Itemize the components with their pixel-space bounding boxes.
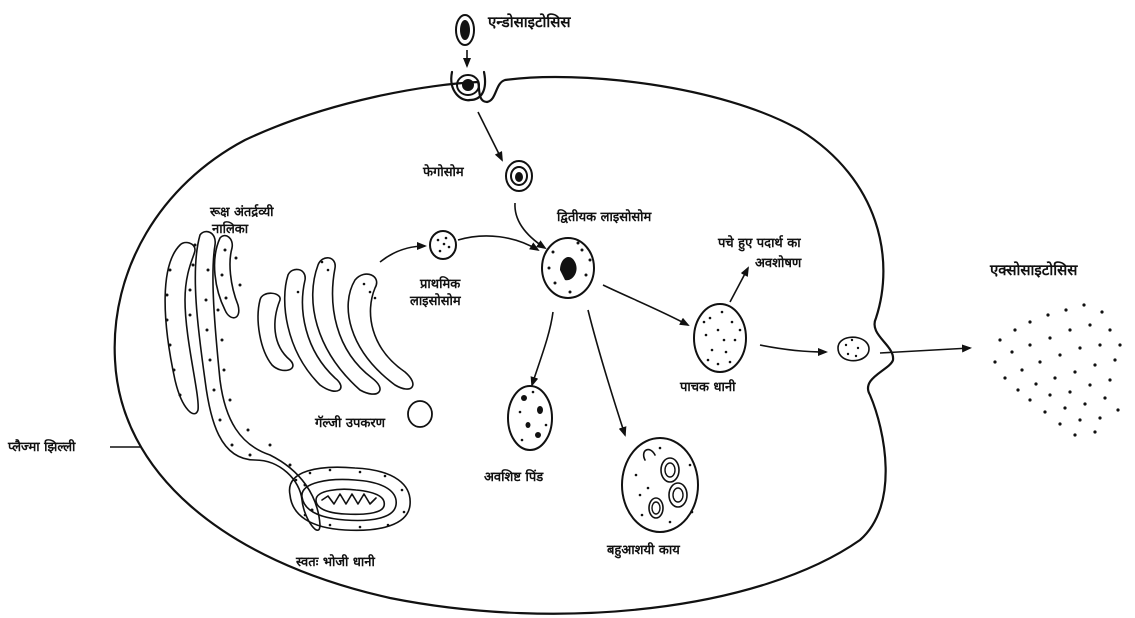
exocytosis-vesicle — [838, 337, 869, 360]
label-exocytosis: एक्सोसाइटोसिस — [990, 262, 1077, 278]
label-plasma-membrane: प्लैज्मा झिल्ली — [8, 440, 75, 456]
released-particles — [993, 303, 1121, 436]
label-primary-lysosome-line2: लाइसोसोम — [410, 294, 461, 310]
label-residual-body: अवशिष्ट पिंड — [484, 470, 543, 486]
endocytosis-invagination — [451, 72, 485, 100]
label-absorption-line2: अवशोषण — [755, 256, 801, 272]
autophagic-vacuole — [290, 467, 411, 530]
label-autophagic-vacuole: स्वतः भोजी धानी — [296, 555, 375, 571]
multivesicular-body — [622, 438, 698, 532]
label-multivesicular-body: बहुआशयी काय — [607, 543, 680, 559]
endocytosis-vesicle — [456, 15, 474, 45]
plasma-membrane-outline — [115, 77, 893, 614]
label-rough-er-line1: रूक्ष अंतर्द्रव्यी — [210, 205, 274, 221]
label-primary-lysosome-line1: प्राथमिक — [420, 277, 460, 293]
secondary-lysosome — [542, 238, 594, 298]
label-secondary-lysosome: द्वितीयक लाइसोसोम — [557, 210, 651, 226]
label-golgi: गॅल्जी उपकरण — [315, 416, 385, 432]
label-absorption-line1: पचे हुए पदार्थ का — [718, 236, 801, 252]
digestive-vacuole — [694, 304, 746, 372]
rough-endoplasmic-reticulum — [165, 232, 320, 531]
primary-lysosome — [430, 231, 456, 259]
residual-body — [508, 386, 552, 450]
phagosome — [506, 161, 532, 191]
label-endocytosis: एन्डोसाइटोसिस — [488, 14, 571, 30]
label-rough-er-line2: नालिका — [212, 222, 248, 238]
label-phagosome: फेगोसोम — [423, 165, 464, 181]
golgi-apparatus — [258, 258, 432, 427]
label-digestive-vacuole: पाचक धानी — [680, 380, 735, 396]
